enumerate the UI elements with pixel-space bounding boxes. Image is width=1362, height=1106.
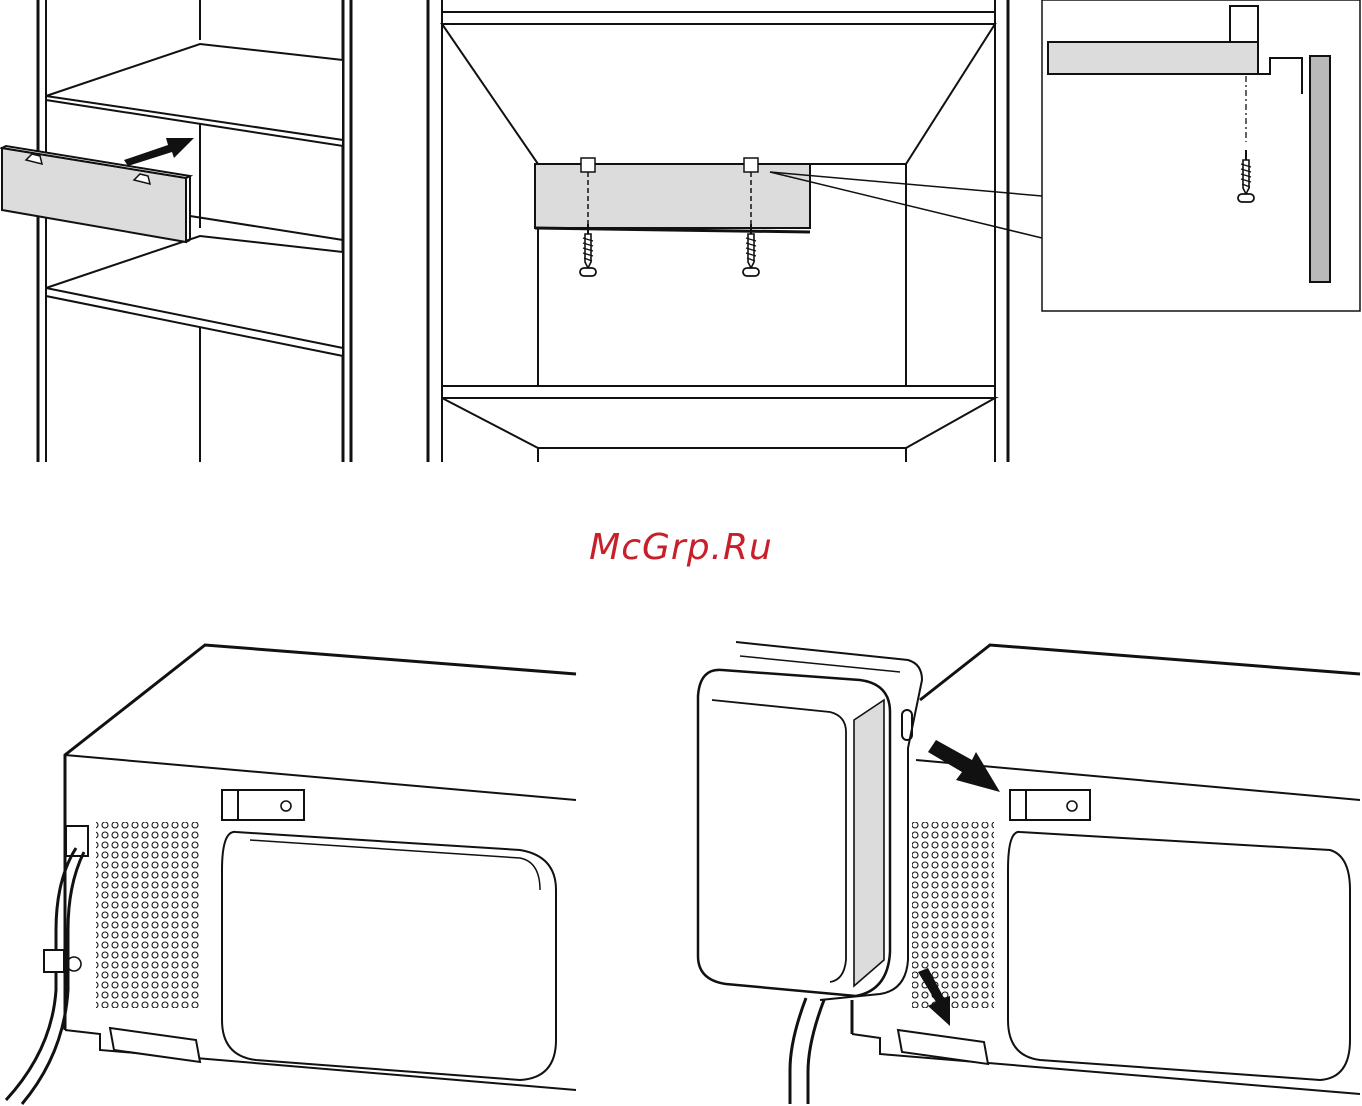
arrow-icon (124, 138, 194, 166)
vent-holes (96, 822, 200, 1008)
magnified-bracket-callout (1042, 0, 1360, 311)
figure-unit-rear (6, 645, 576, 1104)
figure-adapter-mounting (698, 642, 1360, 1104)
watermark-text: McGrp.Ru (0, 527, 1362, 568)
figure-panel-screwed (428, 0, 1042, 462)
figure-panel-insertion (2, 0, 351, 462)
